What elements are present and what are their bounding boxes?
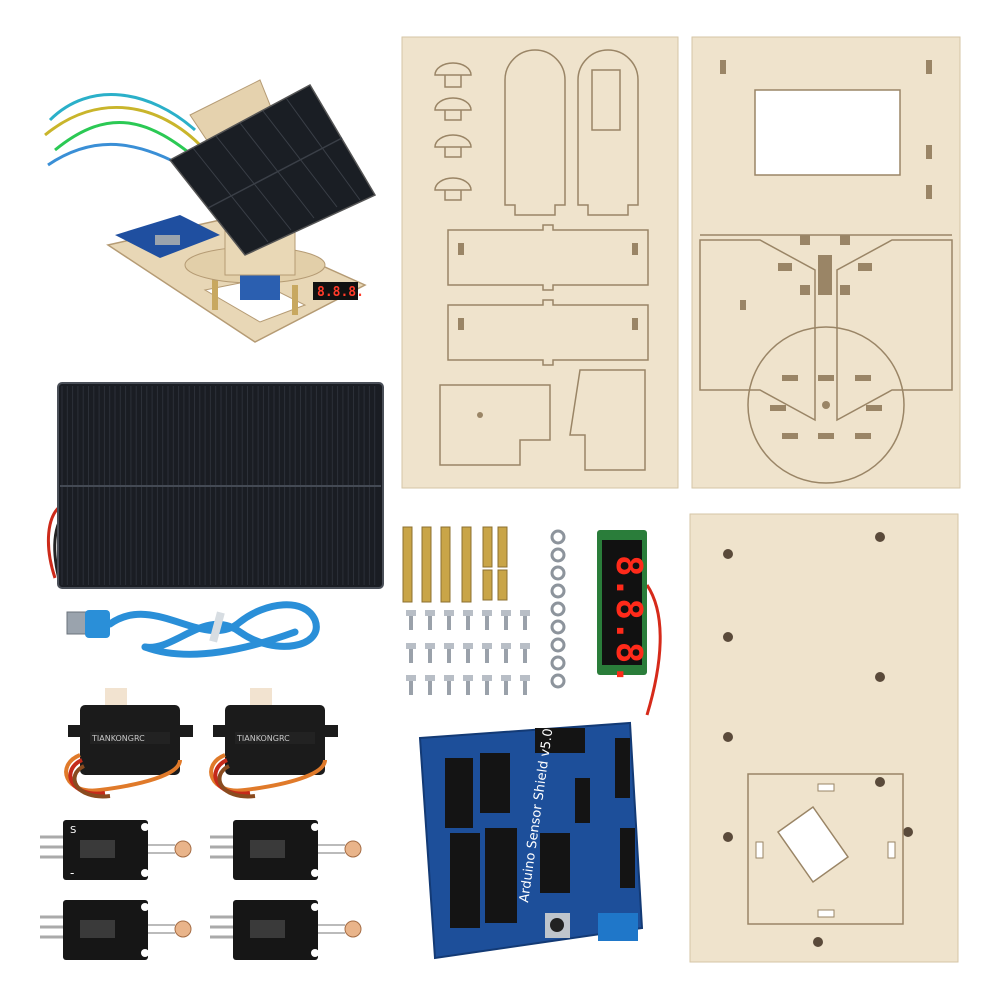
screw [501,643,511,663]
plywood-sheet-brackets [400,35,680,490]
plywood-base-plate [688,512,960,964]
screw [425,675,435,695]
screw [406,675,416,695]
screw [444,643,454,663]
screw [444,610,454,630]
nut [550,601,566,617]
light-sensor-modules: S - [35,815,365,975]
screw [501,675,511,695]
nut [550,637,566,653]
sensor-shield-board: Arduino Sensor Shield v5.0 [410,718,650,963]
display-digits: 8.8.8. [608,555,649,685]
screw [444,675,454,695]
nut [550,673,566,689]
sensor-module-1: S - [40,820,192,880]
sensor-ground-mark: - [70,866,74,880]
assembled-solar-tracker: 8.8.8. [30,60,390,350]
sensor-module-4 [210,900,362,960]
screw [501,610,511,630]
screw [406,643,416,663]
sensor-module-3 [40,900,192,960]
nut [550,583,566,599]
screw [520,675,530,695]
servo-motors: TIANKONGRC TIANKONGRC [60,680,350,810]
nut [550,655,566,671]
screw [463,675,473,695]
sensor-signal-mark: S [70,825,76,836]
servo-brand-label-2: TIANKONGRC [236,734,290,743]
voltage-display: 8.8.8. [592,525,672,725]
screw [482,610,492,630]
usb-cable [65,592,340,667]
nut [550,547,566,563]
screw [520,643,530,663]
screw [463,643,473,663]
plywood-sheet-body [690,35,962,490]
servo-left: TIANKONGRC [64,688,193,799]
screw [463,610,473,630]
screw [520,610,530,630]
mini-display-digits: 8.8.8. [317,285,364,300]
screws-and-nuts [398,525,578,700]
nut [550,529,566,545]
solar-panel [40,378,390,593]
screw [425,643,435,663]
servo-brand-label: TIANKONGRC [91,734,145,743]
brass-standoffs [398,522,518,607]
screw [482,643,492,663]
screw [482,675,492,695]
screw [425,610,435,630]
screw [406,610,416,630]
nut [550,619,566,635]
servo-right: TIANKONGRC [209,688,338,799]
nut [550,565,566,581]
sensor-module-2 [210,820,362,880]
